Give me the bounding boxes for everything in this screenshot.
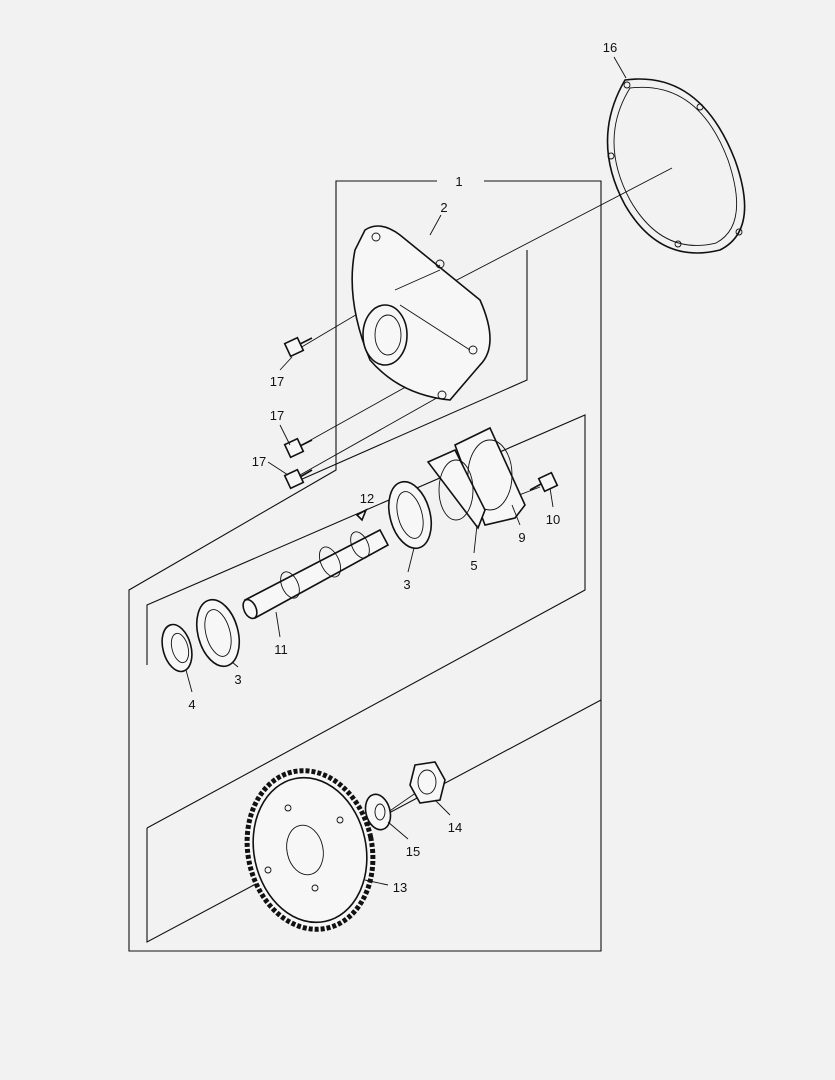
part-2-housing [351, 225, 491, 401]
callout-12: 12 [360, 491, 374, 506]
callout-2: 2 [440, 200, 447, 215]
callout-15: 15 [406, 844, 420, 859]
subassembly-bracket-shaft [146, 414, 586, 829]
part-16-gasket [606, 78, 746, 254]
part-4-oil-seal [161, 623, 193, 673]
part-5-gasket [426, 448, 486, 530]
callout-leaders [185, 56, 627, 886]
subassembly-bracket-gear [146, 699, 602, 943]
callout-17b: 17 [270, 408, 284, 423]
part-3-bearing-lower [195, 598, 241, 668]
callout-labels: 16 1 2 17 17 17 12 10 9 5 3 11 3 4 14 15… [188, 40, 617, 895]
part-10-bolt [529, 471, 559, 493]
part-12-key [355, 508, 368, 522]
part-13-gear [244, 768, 376, 932]
callout-17a: 17 [270, 374, 284, 389]
part-3-bearing-upper [387, 480, 433, 550]
callout-3a: 3 [403, 577, 410, 592]
subassembly-bracket-housing [299, 250, 528, 481]
callout-3b: 3 [234, 672, 241, 687]
callout-13: 13 [393, 880, 407, 895]
part-14-nut [409, 761, 446, 804]
callout-17c: 17 [252, 454, 266, 469]
callout-10: 10 [546, 512, 560, 527]
part-15-washer [364, 793, 392, 831]
callout-4: 4 [188, 697, 195, 712]
assembly-bracket-1 [128, 180, 602, 952]
callout-9: 9 [518, 530, 525, 545]
callout-16: 16 [603, 40, 617, 55]
callout-11: 11 [274, 642, 288, 657]
part-11-shaft [242, 528, 390, 620]
axis-lines [289, 167, 673, 881]
callout-5: 5 [470, 558, 477, 573]
callout-1: 1 [455, 174, 462, 189]
callout-14: 14 [448, 820, 462, 835]
